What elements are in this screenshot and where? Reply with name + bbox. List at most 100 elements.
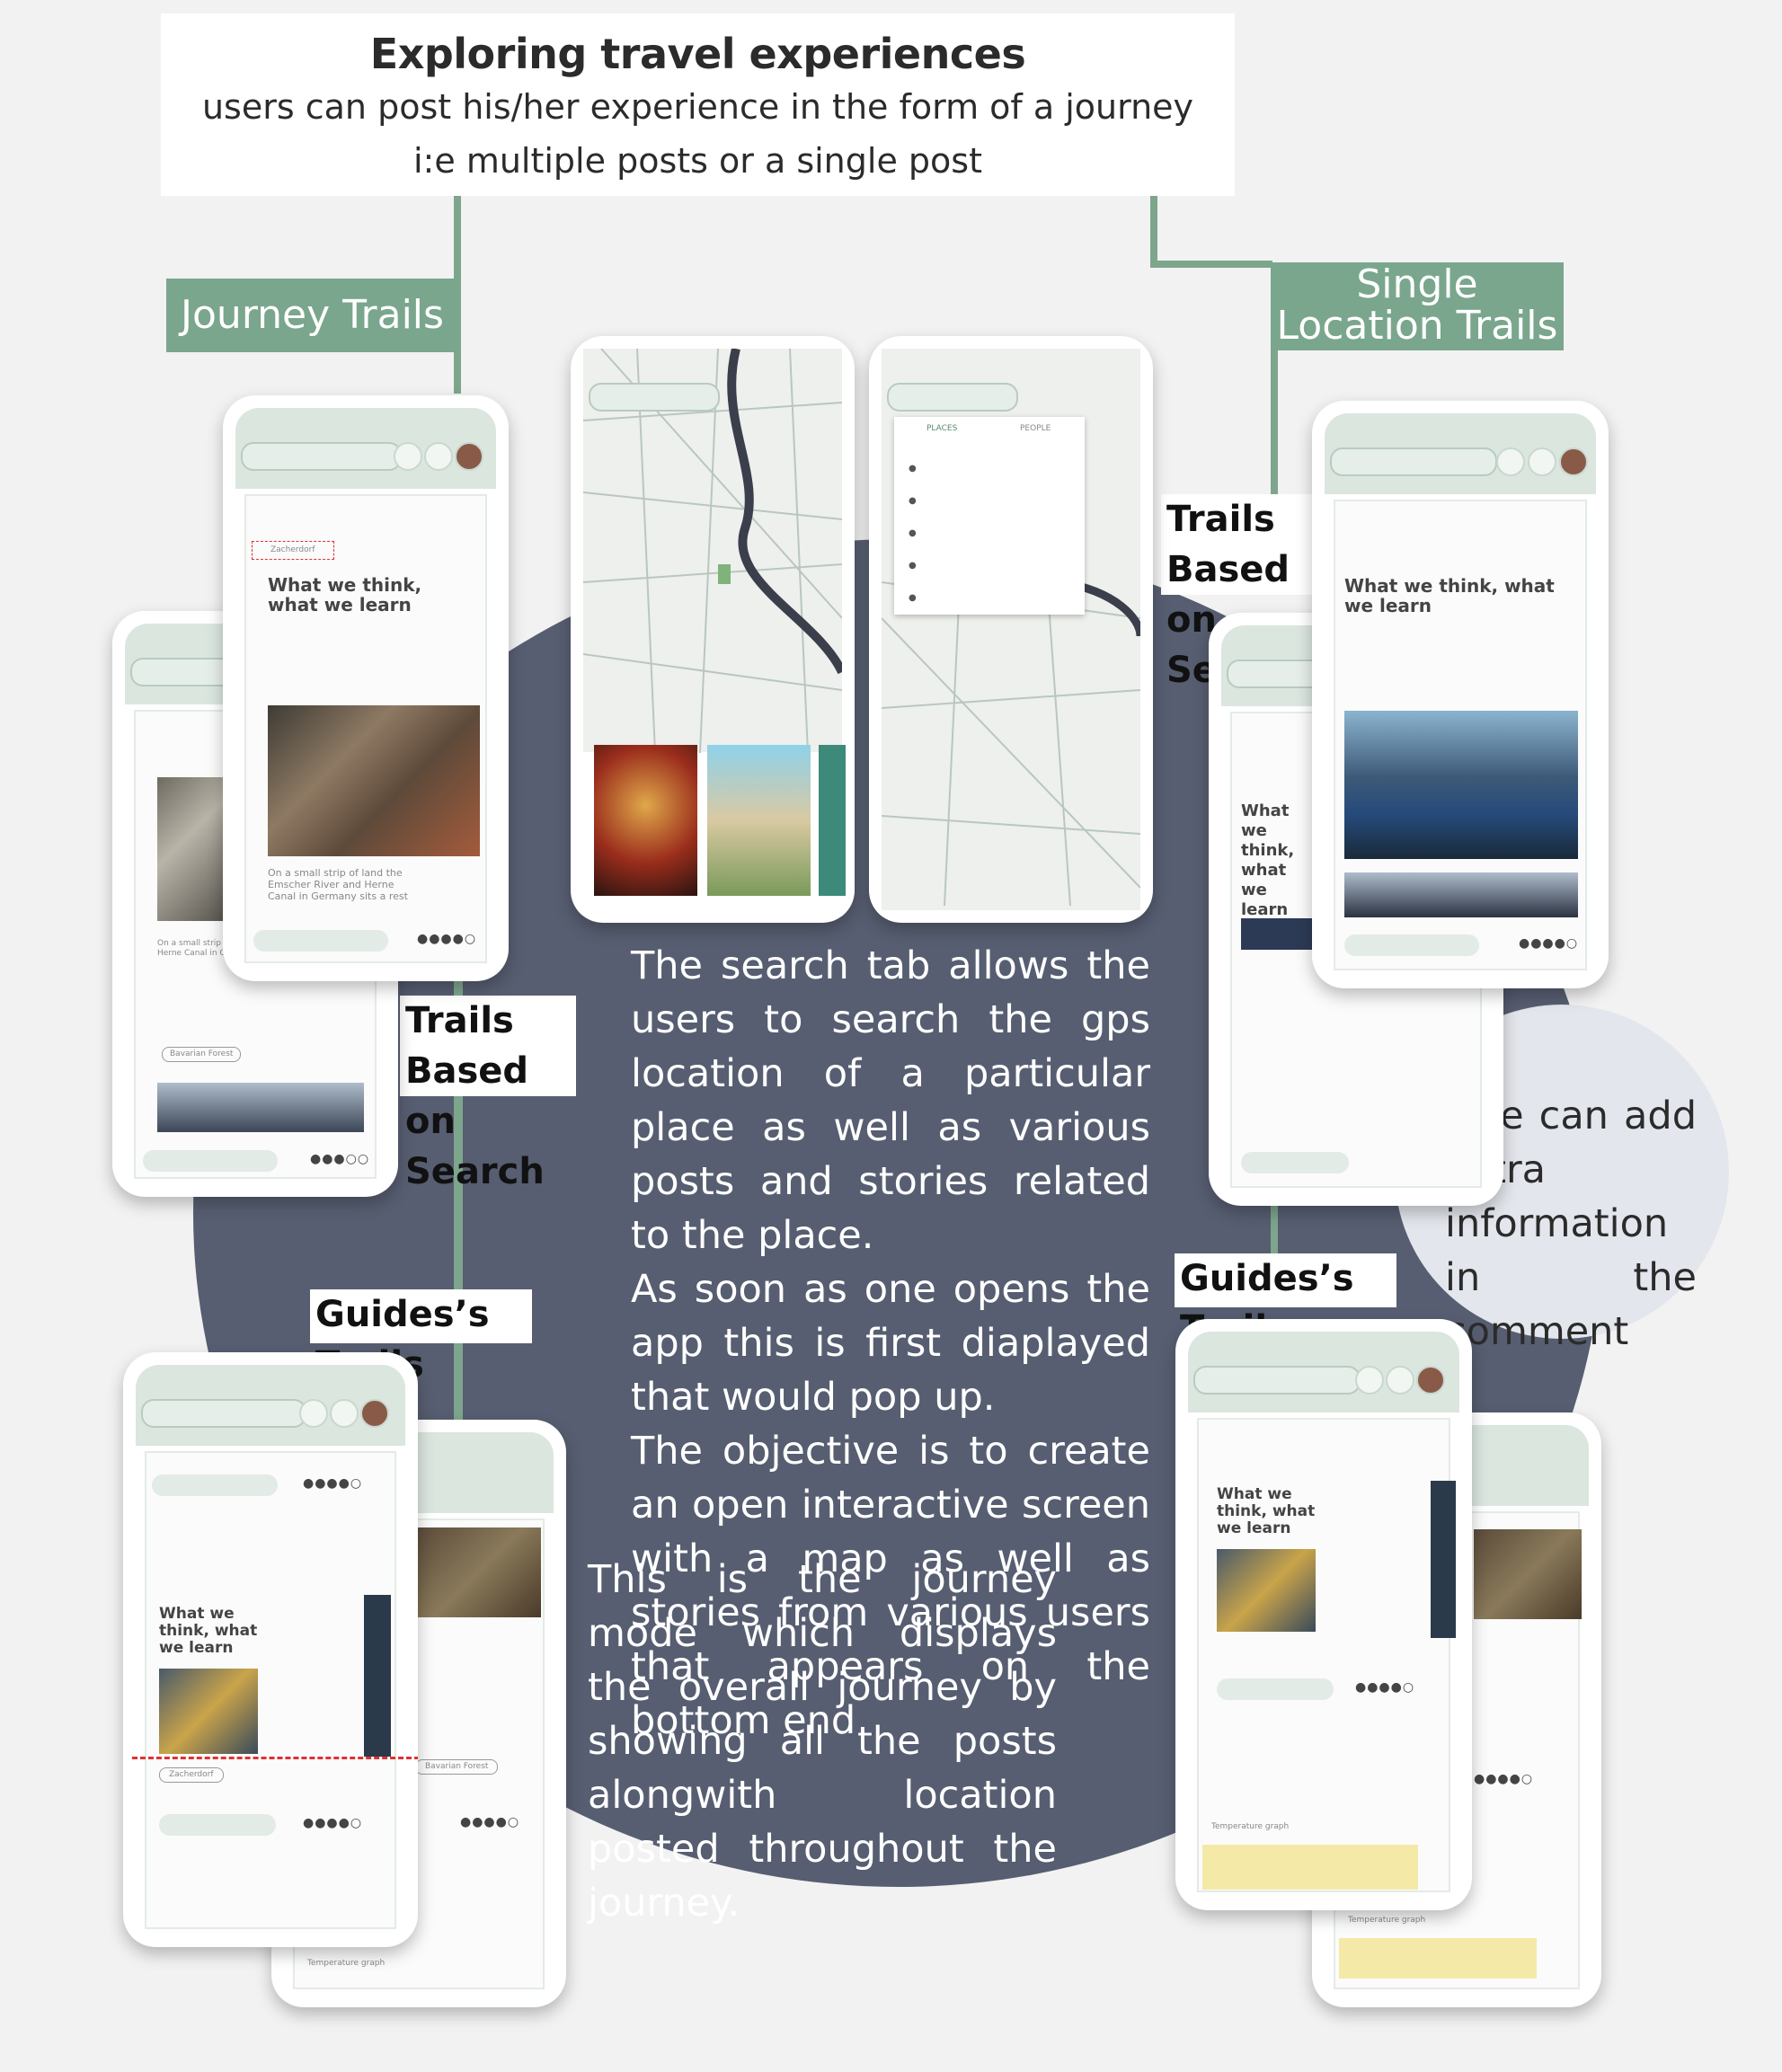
search-input[interactable] [141, 1399, 307, 1428]
single-label-line2: Location Trails [1276, 303, 1558, 349]
guides-trails-label-left: Guides’s Trails [310, 1289, 532, 1386]
story-thumb[interactable] [707, 745, 811, 896]
single-label-line1: Single [1356, 261, 1478, 307]
temperature-graph-label: Temperature graph [1348, 1916, 1426, 1925]
connector-line [454, 1092, 463, 1289]
grid-icon[interactable] [1355, 1366, 1384, 1395]
journey-description: This is the journey mode which displays … [588, 1553, 1057, 1930]
tab-places[interactable]: PLACES [926, 424, 958, 433]
comment-note-text: One can add extra information in the com… [1445, 1094, 1697, 1354]
page-subtitle-1: users can post his/her experience in the… [201, 87, 1194, 127]
guides-trails-label-right: Guides’s Trails [1175, 1253, 1396, 1350]
search-results-panel: PLACES PEOPLE ●●●●● [894, 417, 1085, 615]
phone-guides-left-front: ●●●●○ What we think, what we learn Zache… [123, 1352, 418, 1947]
journey-trails-label: Journey Trails [166, 279, 458, 352]
people-icon[interactable] [424, 442, 453, 471]
header-box: Exploring travel experiences users can p… [161, 13, 1235, 196]
post-title: What we think, what we learn [159, 1605, 258, 1657]
post-image [268, 705, 480, 856]
avatar[interactable] [360, 1399, 389, 1428]
trails-search-label-right: Trails Based on Search [1161, 494, 1337, 691]
open-paragraph: As soon as one opens the app this is fir… [631, 1267, 1150, 1420]
route-dashed-line [132, 1757, 418, 1759]
connector-line [1150, 261, 1272, 268]
pagination-dots: ●●●●○ [417, 932, 477, 946]
search-input[interactable] [589, 383, 721, 412]
connector-line [1271, 349, 1278, 501]
post-image [157, 1083, 364, 1132]
say-something-input[interactable] [152, 1474, 278, 1496]
story-thumb[interactable] [594, 745, 697, 896]
story-thumb[interactable] [819, 745, 846, 896]
pagination-dots: ●●●●○ [303, 1816, 363, 1830]
temperature-graph-label: Temperature graph [1211, 1822, 1290, 1831]
post-image [1344, 711, 1578, 859]
people-icon[interactable] [1528, 447, 1556, 476]
tag-bavarian[interactable]: Bavarian Forest [415, 1759, 499, 1775]
result-list: ●●●●● [909, 464, 917, 603]
tag-bavarian[interactable]: Bavarian Forest [162, 1047, 242, 1062]
label-line: on Search [405, 1101, 545, 1192]
post-image [1474, 1529, 1582, 1619]
post-title: What we think, what we learn [268, 574, 422, 615]
side-image [364, 1595, 391, 1757]
side-image [1431, 1481, 1456, 1638]
grid-icon[interactable] [394, 442, 422, 471]
post-image [159, 1669, 258, 1754]
label-line: Trails Based [405, 1000, 529, 1092]
grid-icon[interactable] [1496, 447, 1525, 476]
phone-map-search [571, 336, 855, 923]
post-image [415, 1527, 541, 1617]
pagination-dots: ●●●●○ [1474, 1772, 1534, 1786]
temperature-graph [1202, 1845, 1418, 1890]
search-input[interactable] [887, 383, 1019, 412]
connector-line [454, 1330, 463, 1438]
post-card [1197, 1418, 1450, 1892]
journey-paragraph: This is the journey mode which displays … [588, 1557, 1057, 1926]
temperature-graph [1339, 1938, 1537, 1979]
avatar[interactable] [1416, 1366, 1445, 1395]
pagination-dots: ●●●●○ [1519, 936, 1579, 951]
temperature-graph-label: Temperature graph [307, 1959, 386, 1968]
search-description: The search tab allows the users to searc… [631, 939, 1150, 1748]
pagination-dots: ●●●●○ [1355, 1680, 1415, 1695]
post-image [1241, 918, 1313, 950]
say-something-input[interactable] [1344, 934, 1479, 956]
say-something-input[interactable] [1217, 1678, 1334, 1700]
say-something-input[interactable] [143, 1150, 278, 1172]
page-subtitle-2: i:e multiple posts or a single post [413, 141, 982, 181]
label-line: Trails Based [1166, 499, 1290, 590]
search-input[interactable] [241, 442, 402, 471]
post-title: What we think, what we learn [1217, 1485, 1316, 1537]
phone-single-front: What we think, what we learn ●●●●○ [1312, 401, 1609, 988]
pagination-dots: ●●●●○ [303, 1476, 363, 1491]
avatar[interactable] [455, 442, 483, 471]
search-paragraph: The search tab allows the users to searc… [631, 943, 1150, 1258]
say-something-input[interactable] [159, 1814, 276, 1836]
post-image [1217, 1549, 1316, 1632]
people-icon[interactable] [330, 1399, 359, 1428]
avatar[interactable] [1559, 447, 1588, 476]
single-location-trails-label: Single Location Trails [1271, 262, 1564, 350]
tag-zacherdorf[interactable]: Zacherdorf [252, 541, 334, 560]
pagination-dots: ●●●●○ [460, 1815, 520, 1829]
phone-map-results: PLACES PEOPLE ●●●●● [869, 336, 1153, 923]
pagination-dots: ●●●○○ [310, 1152, 370, 1166]
trails-search-label-left: Trails Based on Search [400, 996, 576, 1192]
connector-line [1271, 1204, 1278, 1253]
search-input[interactable] [1193, 1366, 1361, 1395]
objective-paragraph: The objective is to create an open inter… [631, 1429, 1150, 1743]
people-icon[interactable] [1386, 1366, 1414, 1395]
search-input[interactable] [1330, 447, 1497, 476]
post-title: What we think, what we learn [1241, 801, 1295, 919]
post-title: What we think, what we learn [1344, 575, 1555, 616]
grid-icon[interactable] [299, 1399, 328, 1428]
comment-input[interactable] [1241, 1152, 1349, 1173]
say-something-input[interactable] [253, 930, 388, 952]
phone-guides-right-front: What we think, what we learn ●●●●○ Tempe… [1175, 1319, 1472, 1910]
connector-line [1150, 196, 1157, 264]
tab-people[interactable]: PEOPLE [1020, 424, 1051, 433]
page-title: Exploring travel experiences [369, 30, 1026, 78]
tag-zacherdorf[interactable]: Zacherdorf [159, 1767, 224, 1783]
caption-text: On a small strip of land the Emscher Riv… [268, 867, 408, 902]
